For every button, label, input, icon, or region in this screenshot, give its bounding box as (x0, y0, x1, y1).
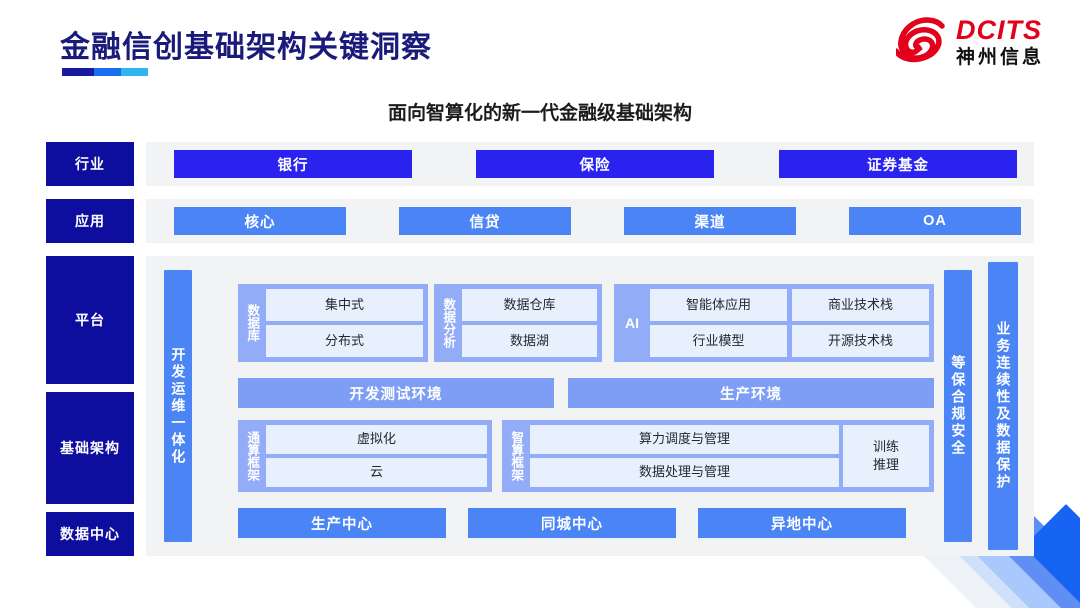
group-title-database: 数据库 (245, 304, 260, 342)
group-ai: AI 智能体应用 商业技术栈 行业模型 开源技术栈 (614, 284, 934, 362)
group-general-compute: 通算框架 虚拟化 云 (238, 420, 492, 492)
page-title: 金融信创基础架构关键洞察 (60, 31, 432, 64)
group-title-general-compute: 通算框架 (245, 431, 260, 481)
row-label-industry: 行业 (46, 142, 134, 186)
cell-training-inference[interactable]: 训练 推理 (843, 425, 929, 487)
platform-main-panel: 开发运维一体化 等保合规安全 业务连续性及数据保护 数据库 集中式 分布式 数据… (146, 256, 1034, 556)
group-data-analysis: 数据分析 数据仓库 数据湖 (434, 284, 602, 362)
industry-item-securities[interactable]: 证券基金 (779, 150, 1017, 178)
cell-compute-scheduling[interactable]: 算力调度与管理 (530, 425, 839, 454)
cell-agent-application[interactable]: 智能体应用 (650, 289, 787, 321)
vertical-bar-devops: 开发运维一体化 (164, 270, 192, 542)
logo-text-cn: 神州信息 (955, 47, 1044, 68)
industry-row-panel: 银行 保险 证券基金 (146, 142, 1034, 186)
application-item-channel[interactable]: 渠道 (624, 207, 796, 235)
cell-data-processing[interactable]: 数据处理与管理 (530, 458, 839, 487)
company-logo: DCITS 神州信息 (893, 15, 1044, 68)
cell-distributed[interactable]: 分布式 (266, 325, 423, 357)
group-title-intelligent-compute: 智算框架 (509, 431, 524, 481)
logo-text-en: DCITS (955, 15, 1042, 45)
industry-item-insurance[interactable]: 保险 (476, 150, 714, 178)
architecture-diagram: 行业 应用 平台 基础架构 数据中心 银行 保险 证券基金 核心 信贷 渠道 O… (46, 142, 1034, 570)
cell-data-lake[interactable]: 数据湖 (462, 325, 597, 357)
row-label-datacenter: 数据中心 (46, 512, 134, 556)
cell-commercial-stack[interactable]: 商业技术栈 (792, 289, 929, 321)
datacenter-item-production[interactable]: 生产中心 (238, 508, 446, 538)
cell-opensource-stack[interactable]: 开源技术栈 (792, 325, 929, 357)
cell-data-warehouse[interactable]: 数据仓库 (462, 289, 597, 321)
application-row-panel: 核心 信贷 渠道 OA (146, 199, 1034, 243)
industry-item-bank[interactable]: 银行 (174, 150, 412, 178)
env-bar-production[interactable]: 生产环境 (568, 378, 934, 408)
application-item-oa[interactable]: OA (849, 207, 1021, 235)
datacenter-item-remote[interactable]: 异地中心 (698, 508, 906, 538)
row-label-platform: 平台 (46, 256, 134, 384)
title-underline-rule (62, 68, 148, 76)
cell-virtualization[interactable]: 虚拟化 (266, 425, 487, 454)
application-item-core[interactable]: 核心 (174, 207, 346, 235)
group-intelligent-compute: 智算框架 算力调度与管理 数据处理与管理 训练 推理 (502, 420, 934, 492)
group-database: 数据库 集中式 分布式 (238, 284, 428, 362)
page-subtitle: 面向智算化的新一代金融级基础架构 (387, 103, 692, 124)
row-label-infrastructure: 基础架构 (46, 392, 134, 504)
application-item-credit[interactable]: 信贷 (399, 207, 571, 235)
group-title-ai: AI (625, 315, 639, 331)
cell-cloud[interactable]: 云 (266, 458, 487, 487)
cell-centralized[interactable]: 集中式 (266, 289, 423, 321)
datacenter-item-metro[interactable]: 同城中心 (468, 508, 676, 538)
env-bar-dev-test[interactable]: 开发测试环境 (238, 378, 554, 408)
dcits-swirl-icon (893, 16, 948, 68)
vertical-bar-security: 等保合规安全 (944, 270, 972, 542)
vertical-bar-business-continuity: 业务连续性及数据保护 (988, 262, 1018, 550)
row-label-application: 应用 (46, 199, 134, 243)
cell-industry-model[interactable]: 行业模型 (650, 325, 787, 357)
group-title-data-analysis: 数据分析 (441, 298, 456, 348)
